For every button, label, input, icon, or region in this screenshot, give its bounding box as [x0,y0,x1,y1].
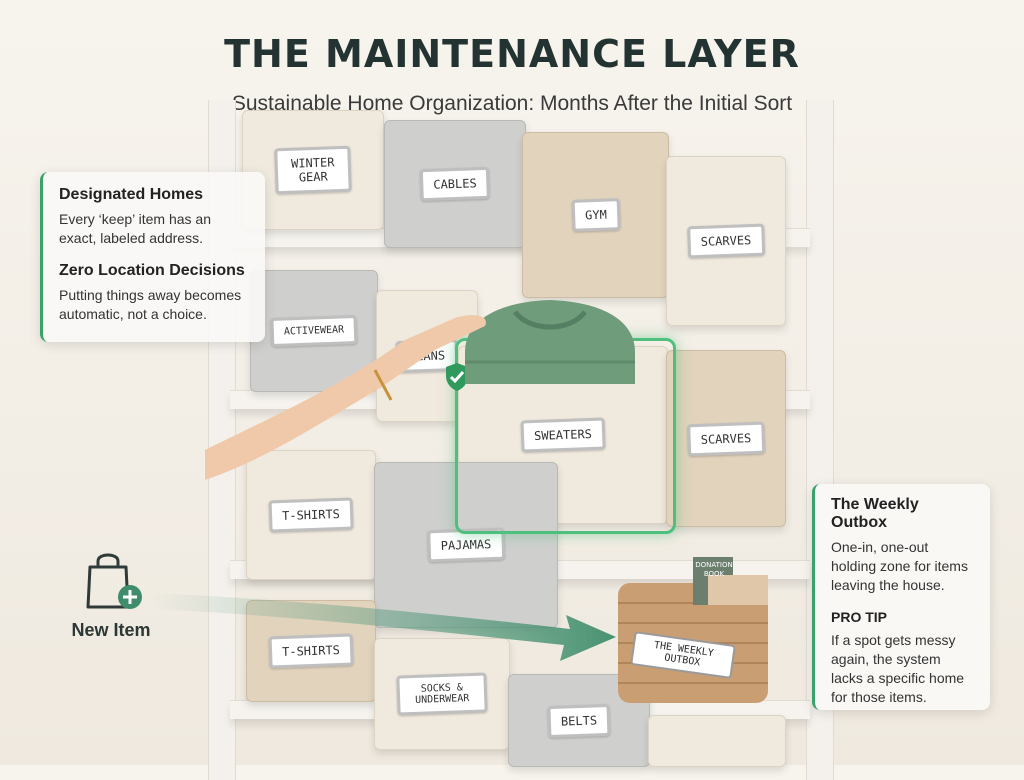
shield-check-icon [446,363,468,391]
outbox-body: One-in, one-out holding zone for items l… [831,539,968,593]
folded-sweater [465,300,635,384]
weekly-outbox-basket: DONATION BOOK THE WEEKLY OUTBOX [608,543,780,713]
new-item-label: New Item [71,620,151,640]
bin-label: T-SHIRTS [268,497,354,533]
bin-label: SCARVES [687,223,765,259]
bin-label: WINTER GEAR [274,145,352,195]
card-heading: Zero Location Decisions [59,262,245,279]
left-info-card: Designated Homes Every ‘keep’ item has a… [40,172,265,342]
bin-socks: SOCKS & UNDERWEAR [374,638,510,750]
bin-label: BELTS [547,703,611,738]
page-subtitle: Sustainable Home Organization: Months Af… [231,92,793,115]
card-body: Every ‘keep’ item has an exact, labeled … [59,211,211,246]
shopping-bag-plus-icon [86,553,142,609]
bin-winter-gear: WINTER GEAR [242,110,384,230]
card-body: Putting things away becomes automatic, n… [59,287,242,322]
tip-heading: PRO TIP [831,609,888,625]
bin-bottom-right [648,715,786,767]
page-title: THE MAINTENANCE LAYER [224,32,800,76]
bin-label: CABLES [419,166,491,202]
bin-scarves-mid: SCARVES [666,350,786,527]
bin-scarves-top: SCARVES [666,156,786,326]
bin-gym: GYM [522,132,669,298]
bin-pajamas: PAJAMAS [374,462,558,628]
outbox-heading: The Weekly Outbox [831,496,919,531]
bin-cables: CABLES [384,120,526,248]
hand-arm [205,315,486,480]
bin-tshirts-mid: T-SHIRTS [246,450,376,580]
tip-body: If a spot gets messy again, the system l… [831,632,965,705]
bin-label: SCARVES [687,421,765,456]
donation-book-label: DONATION BOOK [695,561,733,578]
card-heading: Designated Homes [59,186,204,203]
right-info-card: The Weekly Outbox One-in, one-out holdin… [812,484,990,710]
bin-label: GYM [571,198,620,232]
new-item-arrow [150,593,616,661]
bin-label: SOCKS & UNDERWEAR [396,672,488,716]
new-item-group: New Item [56,545,166,641]
